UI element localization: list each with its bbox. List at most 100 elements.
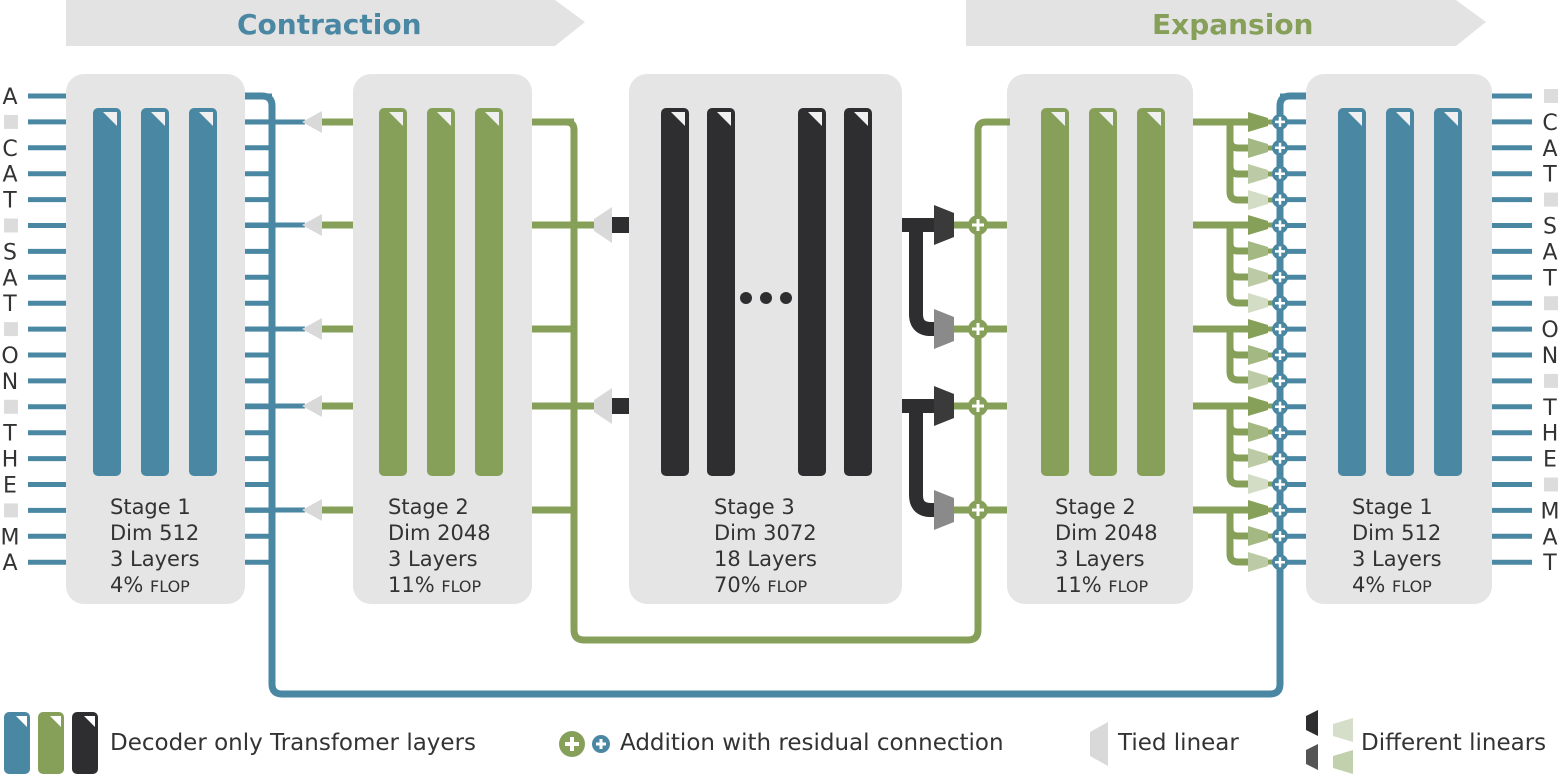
layer-corner-mark — [1396, 112, 1410, 126]
output-token-separator — [1544, 477, 1558, 492]
different-linear-icon — [934, 205, 954, 245]
mid3-layer-bar — [844, 108, 872, 476]
stage-dim: Dim 2048 — [388, 521, 491, 545]
layer-corner-mark — [671, 112, 685, 126]
input-token: N — [2, 370, 18, 395]
input-token: H — [2, 448, 19, 473]
stage-layers: 3 Layers — [110, 547, 200, 571]
layer-corner-mark — [1348, 112, 1362, 126]
input-token: A — [2, 163, 17, 188]
stage-panel-mid3 — [629, 74, 902, 604]
stage-name: Stage 2 — [388, 495, 469, 519]
enc1-layer-bar — [141, 108, 169, 476]
dec2-fan-line — [1226, 225, 1250, 307]
addition-plus — [1275, 505, 1285, 516]
layer-corner-mark — [151, 112, 165, 126]
stage-dim: Dim 3072 — [714, 521, 817, 545]
output-token: N — [1542, 344, 1558, 369]
dec2-layer-bar — [1137, 108, 1165, 476]
different-linear-icon — [1248, 241, 1268, 261]
layer-corner-mark — [808, 112, 822, 126]
stage-layers: 3 Layers — [1055, 547, 1145, 571]
addition-plus — [1275, 246, 1285, 257]
legend-tied-label: Tied linear — [1118, 730, 1239, 756]
addition-plus — [1275, 401, 1285, 412]
output-token: E — [1543, 448, 1557, 473]
input-token-separator — [4, 503, 18, 518]
stage-name: Stage 1 — [110, 495, 191, 519]
stage-label-enc1: Stage 1 Dim 512 3 Layers 4% FLOP — [110, 494, 200, 600]
input-token: C — [2, 137, 17, 162]
different-linear-icon — [1248, 526, 1268, 546]
input-token: T — [2, 292, 17, 317]
dec2-layer-bar — [1041, 108, 1069, 476]
addition-plus — [972, 323, 984, 335]
green-residual-loop — [532, 118, 1010, 644]
output-token-separator — [1544, 373, 1558, 388]
stage-flop: 11% FLOP — [1055, 573, 1149, 597]
input-token: O — [1, 344, 18, 369]
input-token-separator — [4, 322, 18, 337]
stage-layers: 18 Layers — [714, 547, 817, 571]
different-linear-icon — [1248, 370, 1268, 390]
output-token: T — [1542, 163, 1557, 188]
enc2-layer-bar — [475, 108, 503, 476]
input-token: A — [2, 551, 17, 576]
tied-linear-icon — [302, 395, 322, 417]
dec1-layer-bar — [1434, 108, 1462, 476]
stage-flop: 4% FLOP — [1352, 573, 1432, 597]
different-linear-icon — [1248, 112, 1268, 132]
dec1-layer-bar — [1338, 108, 1366, 476]
tied-linear-icon — [302, 318, 322, 340]
enc1-layer-bar — [189, 108, 217, 476]
input-token: A — [2, 85, 17, 110]
stage-flop: 11% FLOP — [388, 573, 482, 597]
different-linear-icon — [1248, 215, 1268, 235]
stage-name: Stage 2 — [1055, 495, 1136, 519]
addition-plus — [1275, 427, 1285, 438]
stage-dim: Dim 2048 — [1055, 521, 1158, 545]
connectors-group — [28, 93, 1532, 572]
addition-plus — [972, 219, 984, 231]
addition-plus — [1275, 350, 1285, 360]
layer-corner-mark — [103, 112, 117, 126]
different-linear-icon — [1248, 474, 1268, 494]
contraction-header: Contraction — [237, 8, 422, 41]
different-linear-icon — [1248, 267, 1268, 287]
output-token-separator — [1544, 89, 1558, 103]
different-linear-icon — [934, 490, 954, 530]
output-token-separator — [1544, 192, 1558, 207]
layer-corner-mark — [717, 112, 731, 126]
legend-different-label: Different linears — [1361, 730, 1547, 756]
output-token: A — [1542, 240, 1557, 265]
addition-plus — [1275, 298, 1285, 309]
enc2-layer-bar — [379, 108, 407, 476]
output-token: O — [1541, 318, 1558, 343]
output-token: T — [1542, 551, 1557, 576]
dec2-fan-line — [1226, 329, 1250, 384]
addition-plus — [1275, 116, 1285, 127]
different-linear-icon — [1248, 293, 1268, 313]
different-linear-icon — [1248, 500, 1268, 520]
tied-linear-icon — [594, 207, 612, 243]
different-linear-icon — [1248, 164, 1268, 184]
blue-residual-loop — [245, 92, 1306, 698]
addition-plus — [1275, 272, 1285, 283]
output-token: T — [1542, 266, 1557, 291]
input-token: T — [2, 189, 17, 214]
tied-linear-icon — [302, 499, 322, 521]
layer-corner-mark — [389, 112, 403, 126]
addition-plus — [1275, 168, 1285, 179]
different-linear-icon — [1248, 319, 1268, 339]
addition-plus — [972, 400, 984, 412]
different-linear-icon — [1248, 552, 1268, 572]
legend-layer-icons — [4, 712, 98, 774]
layer-corner-mark — [1444, 112, 1458, 126]
tied-linear-icon — [302, 111, 322, 133]
output-token: A — [1542, 137, 1557, 162]
input-token-separator — [4, 399, 18, 414]
dec2-layer-bar — [1089, 108, 1117, 476]
addition-plus — [972, 504, 984, 516]
